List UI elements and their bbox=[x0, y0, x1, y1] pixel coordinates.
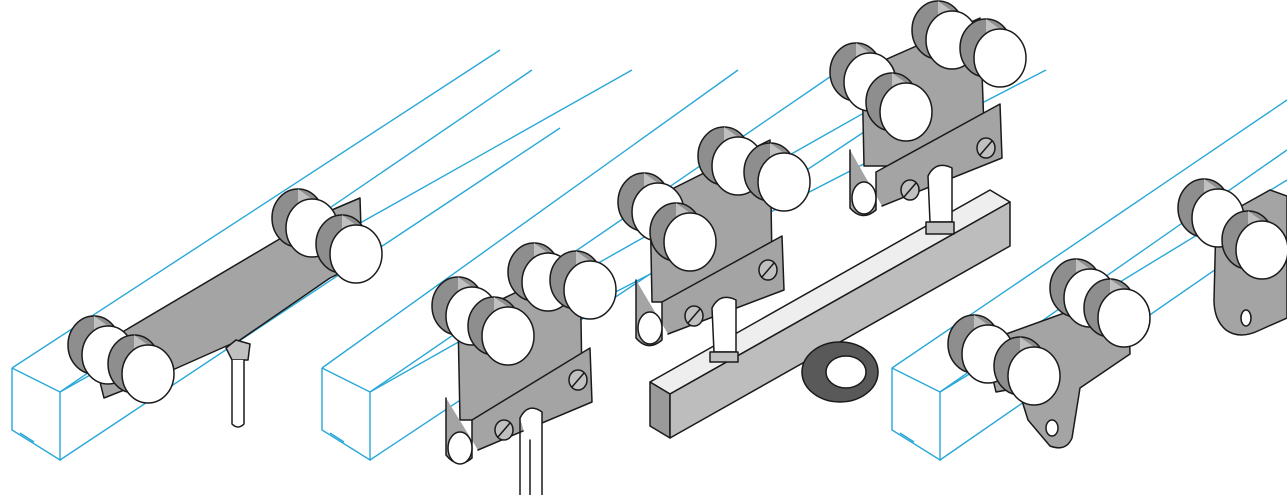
trolley-side-tab bbox=[1177, 178, 1287, 336]
trolley-clamp-2 bbox=[617, 126, 811, 363]
square-bar bbox=[649, 189, 1011, 439]
trolley-drop-tab bbox=[947, 258, 1151, 449]
trolley-flat-plate bbox=[67, 188, 383, 404]
trolley-clamp-3 bbox=[829, 0, 1027, 235]
pipe-hanger-1 bbox=[519, 407, 543, 495]
threaded-rod-1 bbox=[225, 339, 251, 428]
washer bbox=[801, 341, 879, 403]
trolley-clamp-1 bbox=[431, 242, 617, 465]
